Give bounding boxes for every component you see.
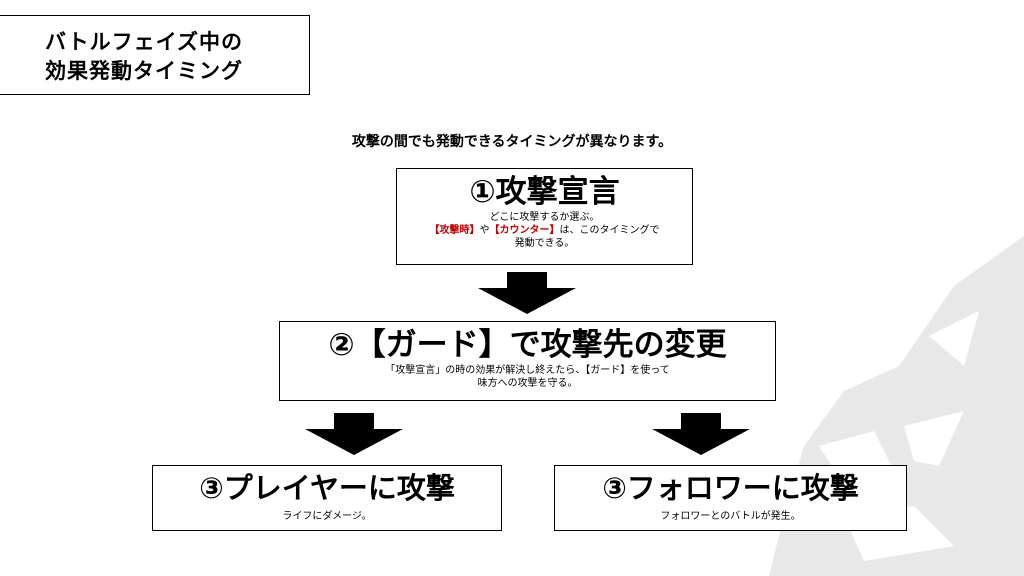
step-attack-player: ③プレイヤーに攻撃 ライフにダメージ。 [152, 465, 502, 531]
step-title: ③プレイヤーに攻撃 [199, 471, 455, 505]
step-title: ②【ガード】で攻撃先の変更 [328, 327, 727, 363]
title-box: バトルフェイズ中の 効果発動タイミング [0, 15, 310, 95]
step-desc: フォロワーとのバトルが発生。 [660, 511, 801, 522]
down-arrow-1 [478, 272, 576, 314]
step-desc-line-2: 【攻撃時】や【カウンター】は、このタイミングで [397, 224, 692, 237]
tag-counter: 【カウンター】 [489, 225, 560, 236]
connector-text: や [479, 225, 490, 236]
step-title: ①攻撃宣言 [469, 174, 620, 210]
step-title: ③フォロワーに攻撃 [602, 471, 859, 505]
step-desc-line-2: 味方への攻撃を守る。 [477, 378, 578, 389]
step-desc-line-1: どこに攻撃するか選ぶ。 [489, 212, 600, 223]
intro-text: 攻撃の間でも発動できるタイミングが異なります。 [351, 134, 673, 150]
step-desc-rest: は、このタイミングで [559, 225, 660, 236]
down-arrow-left [305, 413, 403, 455]
tag-attack-timing: 【攻撃時】 [429, 225, 480, 236]
step-attack-declaration: ①攻撃宣言 どこに攻撃するか選ぶ。 【攻撃時】や【カウンター】は、このタイミング… [396, 168, 693, 265]
step-attack-follower: ③フォロワーに攻撃 フォロワーとのバトルが発生。 [554, 465, 907, 531]
step-guard: ②【ガード】で攻撃先の変更 「攻撃宣言」の時の効果が解決し終えたら、【ガード】を… [279, 321, 776, 401]
step-desc: ライフにダメージ。 [282, 511, 372, 522]
step-desc-line-3: 発動できる。 [514, 238, 575, 249]
title-line-2: 効果発動タイミング [45, 59, 243, 83]
title-line-1: バトルフェイズ中の [45, 30, 243, 54]
down-arrow-right [652, 413, 750, 455]
step-desc-line-1: 「攻撃宣言」の時の効果が解決し終えたら、【ガード】を使って [385, 365, 670, 376]
